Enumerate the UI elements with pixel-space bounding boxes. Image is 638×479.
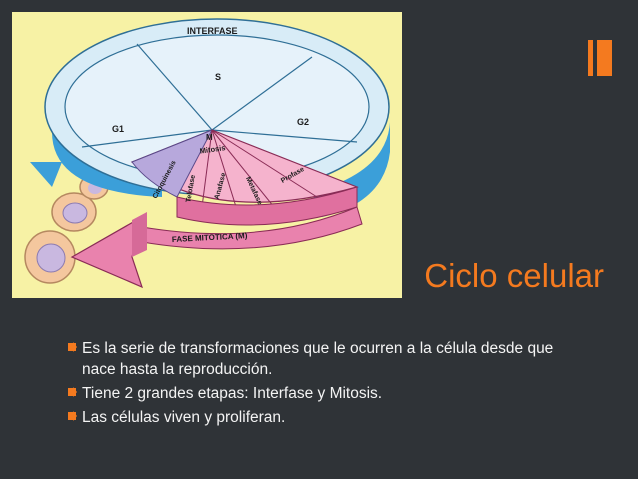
fase-mitotica-label: FASE MITOTICA (M) xyxy=(172,231,248,244)
bullet-item: Las células viven y proliferan. xyxy=(68,407,588,428)
bullet-list: Es la serie de transformaciones que le o… xyxy=(68,338,588,431)
s-phase-label: S xyxy=(215,72,221,82)
orange-bar-decoration-icon xyxy=(588,40,612,76)
mitotic-phase-wedge xyxy=(70,129,363,289)
bullet-text: Es la serie de transformaciones que le o… xyxy=(82,340,554,378)
interfase-arrowhead xyxy=(30,162,62,187)
square-bullet-icon xyxy=(68,387,77,397)
cell-illustrations xyxy=(24,174,109,284)
square-bullet-icon xyxy=(68,411,77,421)
bullet-item: Es la serie de transformaciones que le o… xyxy=(68,338,588,380)
g1-phase-label: G1 xyxy=(112,124,124,134)
cell-cycle-diagram: INTERFASE S G1 G2 M Mitosis Profase Meta… xyxy=(12,12,402,298)
telofase-label: Telofase xyxy=(185,174,197,203)
mitosis-label: Mitosis xyxy=(199,143,226,156)
cell-cycle-svg: INTERFASE S G1 G2 M Mitosis Profase Meta… xyxy=(24,18,390,289)
slide-title: Ciclo celular xyxy=(424,257,604,294)
interfase-disk xyxy=(44,18,390,196)
m-phase-label: M xyxy=(206,133,213,142)
g2-phase-label: G2 xyxy=(297,117,309,127)
bullet-text: Tiene 2 grandes etapas: Interfase y Mito… xyxy=(82,385,383,402)
bullet-text: Las células viven y proliferan. xyxy=(82,409,286,426)
bullet-item: Tiene 2 grandes etapas: Interfase y Mito… xyxy=(68,383,588,404)
interfase-label: INTERFASE xyxy=(187,26,238,36)
square-bullet-icon xyxy=(68,342,77,352)
